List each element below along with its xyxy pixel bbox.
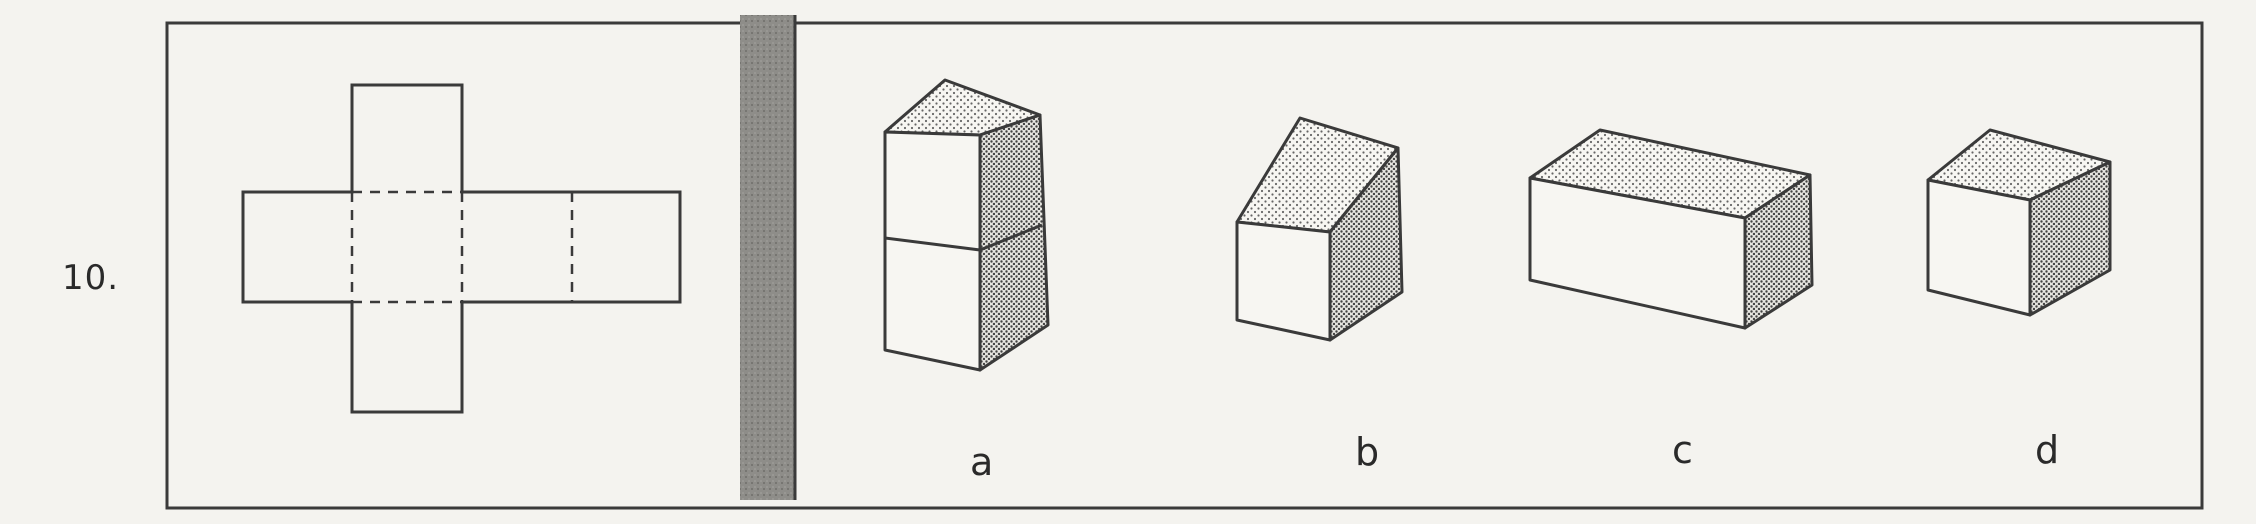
divider-bar xyxy=(740,15,795,500)
question-frame xyxy=(165,21,2204,510)
option-a-label: a xyxy=(970,440,994,484)
option-d-label: d xyxy=(2035,428,2060,472)
option-b-label: b xyxy=(1355,430,1380,474)
cube-net xyxy=(241,83,682,414)
question-number: 10. xyxy=(62,258,120,298)
option-d-shape xyxy=(1926,128,2112,317)
option-c-label: c xyxy=(1672,428,1693,472)
option-c-shape xyxy=(1528,128,1814,330)
option-b-shape xyxy=(1235,116,1404,342)
option-a-shape xyxy=(883,78,1050,372)
